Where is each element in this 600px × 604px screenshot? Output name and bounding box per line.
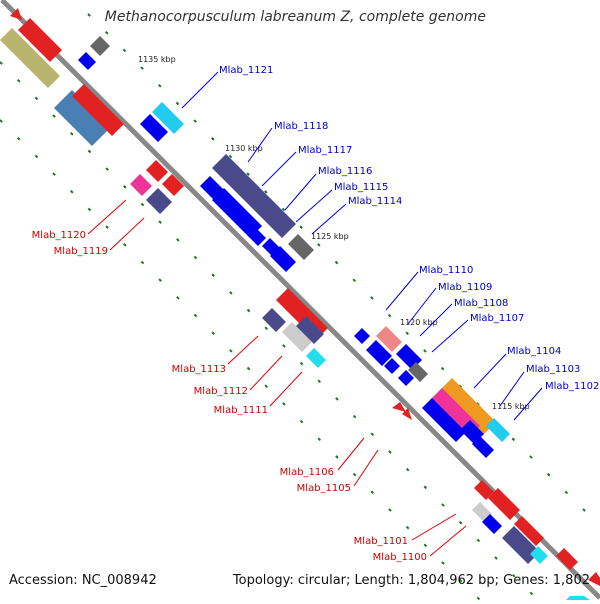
reverse-gene-labels: Mlab_1120 Mlab_1119 Mlab_1113 Mlab_1112 … <box>32 230 427 563</box>
forward-gene-blocks <box>78 36 510 458</box>
gene-label-mlab-1101[interactable]: Mlab_1101 <box>354 536 408 547</box>
gene-label-mlab-1119[interactable]: Mlab_1119 <box>54 246 108 257</box>
forward-gene-labels: Mlab_1121 Mlab_1118 Mlab_1117 Mlab_1116 … <box>219 65 599 392</box>
scale-label-1120: 1120 kbp <box>400 318 438 327</box>
gene-label-mlab-1100[interactable]: Mlab_1100 <box>373 552 427 563</box>
gene-label-mlab-1108[interactable]: Mlab_1108 <box>454 298 508 309</box>
gene-label-mlab-1111[interactable]: Mlab_1111 <box>214 405 268 416</box>
accession-text: Accession: NC_008942 <box>9 573 157 588</box>
gene-label-mlab-1106[interactable]: Mlab_1106 <box>280 467 334 478</box>
gene-label-mlab-1121[interactable]: Mlab_1121 <box>219 65 273 76</box>
scale-label-1125: 1125 kbp <box>311 232 349 241</box>
gene-label-mlab-1107[interactable]: Mlab_1107 <box>470 313 524 324</box>
scale-label-1115: 1115 kbp <box>492 402 530 411</box>
gene-label-mlab-1103[interactable]: Mlab_1103 <box>526 364 580 375</box>
gene-label-mlab-1104[interactable]: Mlab_1104 <box>507 346 561 357</box>
gene-label-mlab-1102[interactable]: Mlab_1102 <box>545 381 599 392</box>
scale-ticks <box>0 13 600 601</box>
gene-label-mlab-1110[interactable]: Mlab_1110 <box>419 265 473 276</box>
genome-title: Methanocorpusculum labreanum Z, complete… <box>104 9 486 25</box>
gene-label-mlab-1115[interactable]: Mlab_1115 <box>334 182 388 193</box>
forward-leader-lines <box>181 71 543 421</box>
scale-label-1135: 1135 kbp <box>138 55 176 64</box>
topology-text: Topology: circular; Length: 1,804,962 bp… <box>232 573 590 588</box>
gene-label-mlab-1118[interactable]: Mlab_1118 <box>274 121 328 132</box>
gene-label-mlab-1117[interactable]: Mlab_1117 <box>298 145 352 156</box>
scale-label-1130: 1130 kbp <box>225 144 263 153</box>
reverse-gene-blocks <box>0 8 600 600</box>
gene-label-mlab-1114[interactable]: Mlab_1114 <box>348 196 402 207</box>
gene-label-mlab-1109[interactable]: Mlab_1109 <box>438 282 492 293</box>
gene-label-mlab-1112[interactable]: Mlab_1112 <box>194 386 248 397</box>
gene-label-mlab-1113[interactable]: Mlab_1113 <box>172 364 226 375</box>
reverse-leader-lines <box>87 199 467 557</box>
gene-label-mlab-1105[interactable]: Mlab_1105 <box>297 483 351 494</box>
gene-label-mlab-1120[interactable]: Mlab_1120 <box>32 230 86 241</box>
gene-label-mlab-1116[interactable]: Mlab_1116 <box>318 166 372 177</box>
